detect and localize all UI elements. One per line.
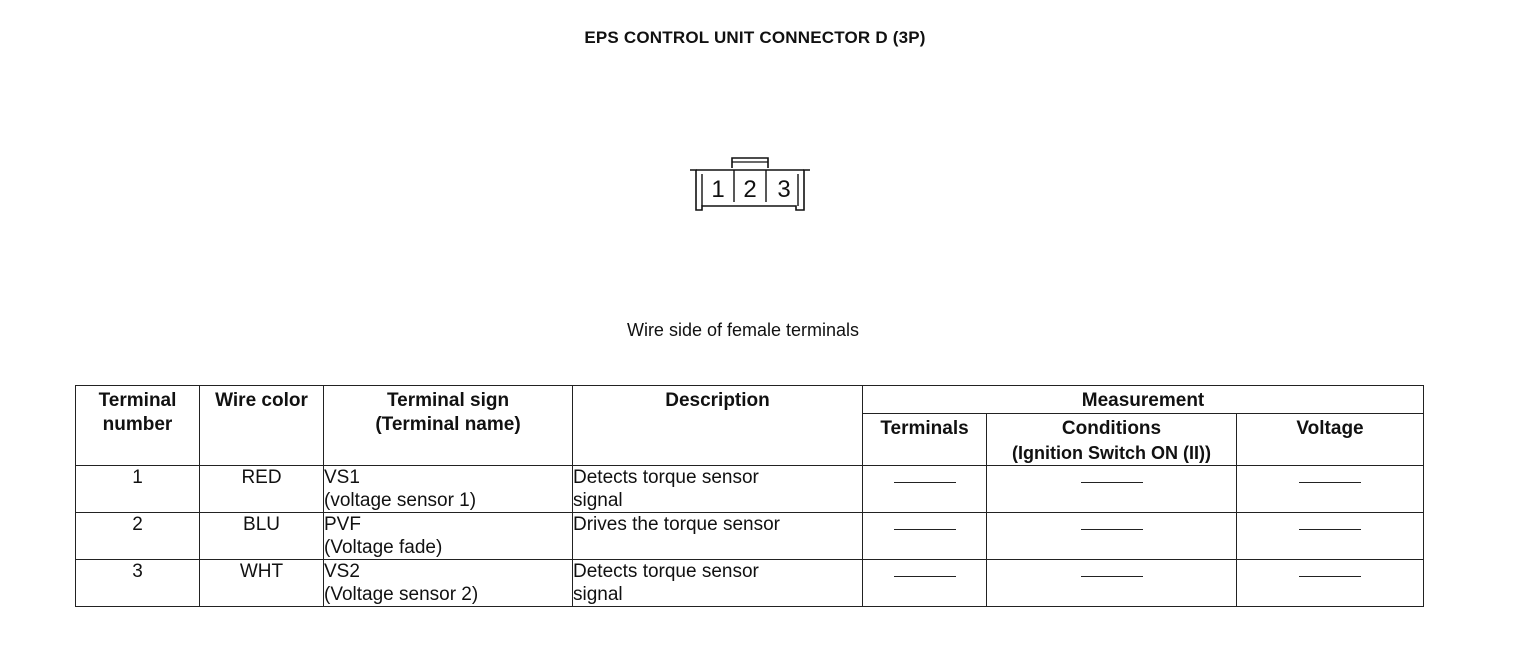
terminal-sign-name: (voltage sensor 1)	[324, 490, 477, 511]
conditions-cell	[986, 559, 1237, 607]
terminals-cell	[862, 465, 987, 513]
dash-mark	[1299, 482, 1362, 484]
terminal-sign-code: PVF	[324, 514, 361, 535]
header-terminal-sign: Terminal sign (Terminal name)	[323, 385, 573, 466]
connector-terminal-1: 1	[711, 176, 724, 203]
page-title: EPS CONTROL UNIT CONNECTOR D (3P)	[584, 28, 926, 47]
header-measurement: Measurement	[861, 385, 1425, 414]
dash-mark	[893, 482, 956, 484]
terminal-table: Terminal number Wire color Terminal sign…	[75, 385, 1425, 607]
conditions-cell	[986, 512, 1237, 560]
description-line1: Drives the torque sensor	[573, 514, 780, 535]
dash-mark	[893, 529, 956, 531]
header-terminal-number-line1: Terminal	[98, 390, 177, 411]
description-line1: Detects torque sensor	[573, 467, 759, 488]
wire-color: WHT	[199, 559, 324, 607]
table-row: 2 BLU PVF (Voltage fade) Drives the torq…	[75, 512, 1425, 560]
terminal-sign-name: (Voltage sensor 2)	[324, 584, 479, 605]
header-voltage: Voltage	[1235, 413, 1425, 466]
wire-color: RED	[199, 465, 324, 513]
terminal-sign-code: VS1	[324, 467, 360, 488]
dash-mark	[1299, 529, 1362, 531]
description-line2: signal	[573, 584, 623, 605]
header-terminal-sign-line2: (Terminal name)	[375, 414, 521, 435]
header-description: Description	[572, 385, 863, 466]
header-conditions-line2: (Ignition Switch ON (II))	[1012, 443, 1211, 463]
terminal-description: Drives the torque sensor	[572, 512, 863, 560]
terminal-description: Detects torque sensor signal	[572, 465, 863, 513]
description-line2: signal	[573, 490, 623, 511]
terminal-number: 1	[75, 465, 200, 513]
header-terminal-number-line2: number	[102, 414, 173, 435]
header-conditions-line1: Conditions	[1061, 418, 1162, 439]
voltage-cell	[1235, 465, 1425, 513]
terminal-number: 3	[75, 559, 200, 607]
header-terminals: Terminals	[862, 413, 987, 466]
terminals-cell	[862, 559, 987, 607]
header-conditions: Conditions (Ignition Switch ON (II))	[986, 413, 1237, 466]
terminals-cell	[862, 512, 987, 560]
conditions-cell	[986, 465, 1237, 513]
dash-mark	[1080, 482, 1143, 484]
dash-mark	[1299, 576, 1362, 578]
terminal-description: Detects torque sensor signal	[572, 559, 863, 607]
terminal-number: 2	[75, 512, 200, 560]
connector-outline: 1 2 3	[690, 157, 810, 211]
terminal-sign: PVF (Voltage fade)	[323, 512, 573, 560]
wire-color: BLU	[199, 512, 324, 560]
terminal-sign-name: (Voltage fade)	[324, 537, 443, 558]
terminal-sign: VS1 (voltage sensor 1)	[323, 465, 573, 513]
header-terminal-number: Terminal number	[75, 385, 200, 466]
header-terminal-sign-line1: Terminal sign	[386, 390, 510, 411]
dash-mark	[1080, 529, 1143, 531]
voltage-cell	[1235, 559, 1425, 607]
description-line1: Detects torque sensor	[573, 561, 759, 582]
table-row: 3 WHT VS2 (Voltage sensor 2) Detects tor…	[75, 559, 1425, 607]
dash-mark	[893, 576, 956, 578]
header-wire-color: Wire color	[199, 385, 324, 466]
terminal-sign: VS2 (Voltage sensor 2)	[323, 559, 573, 607]
voltage-cell	[1235, 512, 1425, 560]
terminal-sign-code: VS2	[324, 561, 360, 582]
table-row: 1 RED VS1 (voltage sensor 1) Detects tor…	[75, 465, 1425, 513]
connector-terminal-3: 3	[777, 176, 790, 203]
connector-terminal-2: 2	[743, 176, 756, 203]
connector-diagram: 1 2 3	[688, 154, 812, 216]
connector-caption: Wire side of female terminals	[626, 320, 860, 340]
dash-mark	[1080, 576, 1143, 578]
